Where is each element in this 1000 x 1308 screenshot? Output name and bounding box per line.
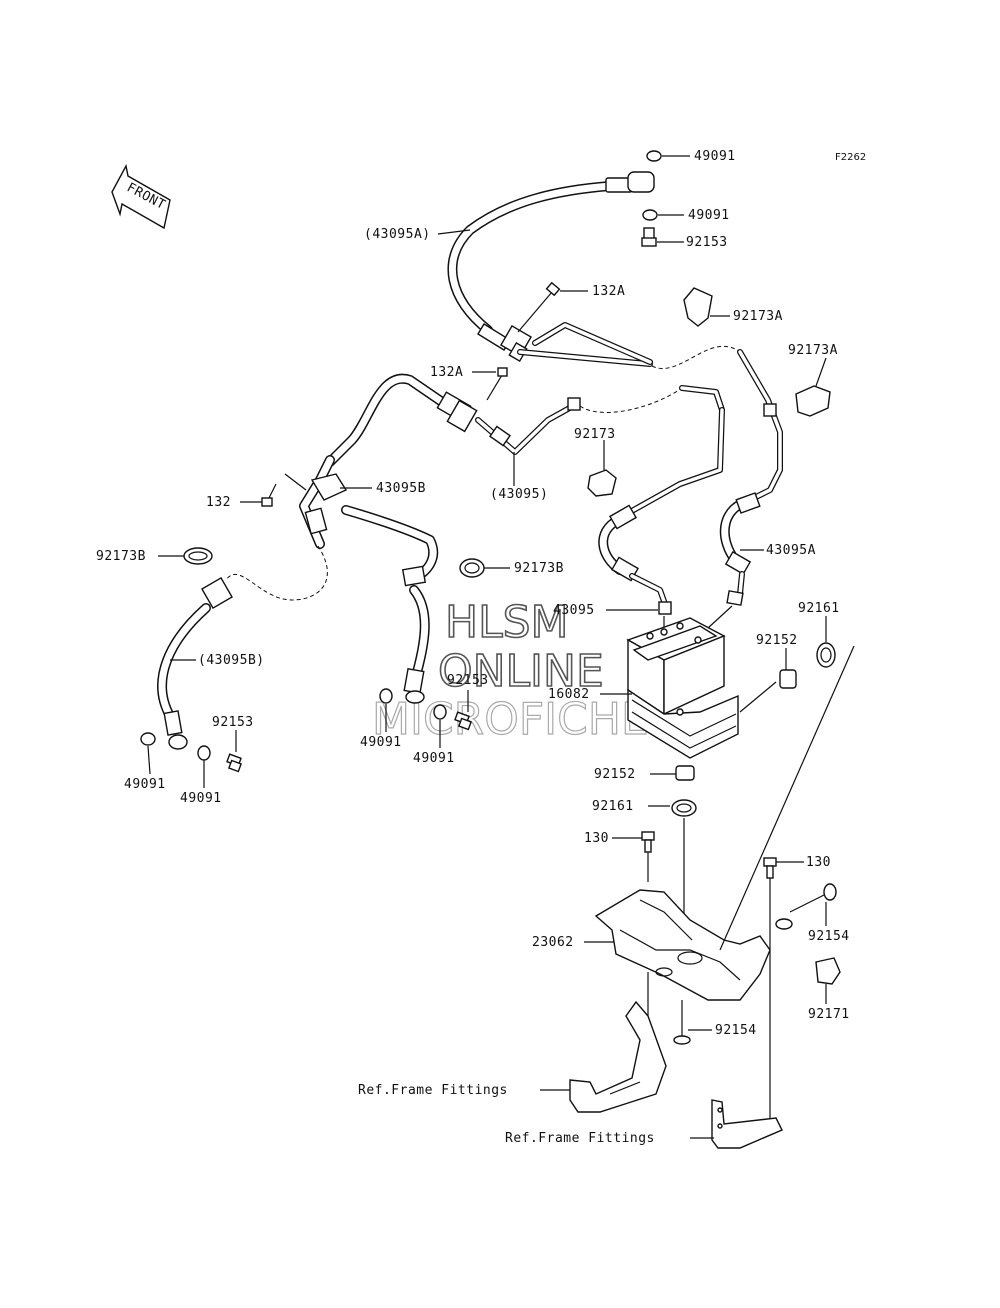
callout-49091: 49091 — [360, 735, 402, 750]
pipe-upper — [517, 322, 653, 367]
callout-23062: 23062 — [532, 935, 574, 950]
callout-130: 130 — [584, 831, 609, 846]
abs-unit-icon — [626, 617, 739, 759]
callout-ref-frame-fittings: Ref.Frame Fittings — [358, 1083, 508, 1098]
callout-132: 132 — [206, 495, 231, 510]
callout-49091: 49091 — [180, 791, 222, 806]
bolt-132a-mid-icon — [486, 367, 508, 401]
callout-92171: 92171 — [808, 1007, 850, 1022]
washer-icon — [197, 745, 211, 761]
hose-43095b-front — [157, 577, 233, 750]
callout-49091: 49091 — [413, 751, 455, 766]
clip-92171-icon — [815, 957, 841, 1004]
figure-code: F2262 — [835, 152, 866, 163]
callout-16082: 16082 — [548, 687, 590, 702]
grommet-92161-icon — [816, 642, 836, 668]
callout-49091: 49091 — [688, 208, 730, 223]
callout-92173a: 92173A — [788, 343, 838, 358]
callout-92173: 92173 — [574, 427, 616, 442]
frame-fitting-icon — [711, 1099, 783, 1149]
hoses-to-abs — [598, 349, 783, 615]
bolt-130-icon — [763, 857, 777, 879]
callout-43095b: 43095B — [376, 481, 426, 496]
hose-43095a-upper — [447, 171, 655, 363]
clamp-92173a-icon — [683, 287, 730, 327]
washer-icon — [646, 150, 662, 162]
clamp-92173-icon — [587, 469, 617, 497]
callout-43095a: 43095A — [766, 543, 816, 558]
banjo-bolt-icon — [641, 227, 657, 247]
hose-43095b-left — [299, 455, 439, 704]
banjo-bolt-icon — [454, 711, 472, 731]
washer-icon — [379, 688, 393, 704]
clamp-92173a-icon — [795, 357, 831, 417]
callout-92161: 92161 — [592, 799, 634, 814]
banjo-bolt-icon — [226, 753, 242, 773]
callout-92173b: 92173B — [514, 561, 564, 576]
front-arrow-icon: FRONT — [111, 163, 171, 230]
callout-92152: 92152 — [756, 633, 798, 648]
bolt-132-icon — [261, 483, 277, 507]
bolt-92154-icon — [673, 1014, 691, 1045]
grommet-92161-icon — [671, 799, 697, 817]
callout-49091: 49091 — [124, 777, 166, 792]
callout-43095a-paren: (43095A) — [364, 227, 431, 242]
callout-132a: 132A — [430, 365, 463, 380]
callout-92154: 92154 — [808, 929, 850, 944]
callout-132a: 132A — [592, 284, 625, 299]
clamp-92173b-icon — [459, 558, 485, 578]
watermark-line2: ONLINE — [438, 646, 604, 697]
callout-92173a: 92173A — [733, 309, 783, 324]
callout-92154: 92154 — [715, 1023, 757, 1038]
pipe-43095 — [325, 373, 581, 467]
callout-ref-frame-fittings: Ref.Frame Fittings — [505, 1131, 655, 1146]
callout-43095-paren: (43095) — [490, 487, 548, 502]
callout-130: 130 — [806, 855, 831, 870]
callout-43095b-paren: (43095B) — [198, 653, 265, 668]
watermark: HLSM ONLINE MICROFICHE — [371, 596, 649, 745]
washer-icon — [140, 732, 156, 746]
bolt-132a-top-icon — [517, 281, 561, 333]
bolt-130-icon — [641, 831, 655, 853]
callout-92152: 92152 — [594, 767, 636, 782]
collar-92152-icon — [675, 765, 695, 781]
callout-92153: 92153 — [686, 235, 728, 250]
washer-icon — [433, 704, 447, 720]
callout-92173b: 92173B — [96, 549, 146, 564]
callout-92153: 92153 — [212, 715, 254, 730]
callout-43095: 43095 — [553, 603, 595, 618]
callout-49091: 49091 — [694, 149, 736, 164]
bracket-23062-icon — [594, 889, 771, 1001]
clamp-92173b-icon — [183, 547, 213, 565]
callout-92153: 92153 — [447, 673, 489, 688]
callout-92161: 92161 — [798, 601, 840, 616]
washer-icon — [642, 209, 658, 221]
collar-92152-icon — [779, 669, 797, 689]
watermark-line1: HLSM — [445, 597, 569, 648]
washer-icon — [775, 918, 793, 930]
bolt-92154-icon — [789, 883, 837, 913]
frame-fitting-icon — [569, 1000, 667, 1113]
